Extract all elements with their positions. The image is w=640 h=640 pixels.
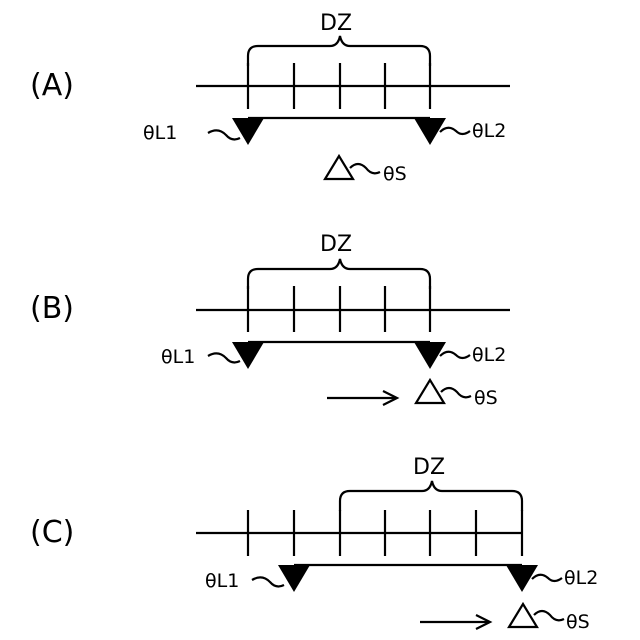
- target-marker: [325, 156, 353, 179]
- right-leader-line: [532, 575, 562, 581]
- panel-b: (B) DZ θL1 θL2 θS: [30, 232, 510, 409]
- dz-label: DZ: [320, 232, 352, 257]
- target-leader-line: [534, 611, 564, 620]
- dz-brace: [340, 481, 522, 511]
- target-leader-line: [441, 388, 471, 397]
- panel-label: (C): [30, 515, 74, 550]
- left-limit-marker: [232, 342, 264, 369]
- right-marker-label: θL2: [472, 344, 506, 366]
- left-marker-label: θL1: [205, 570, 239, 592]
- panel-label: (B): [30, 291, 74, 326]
- target-marker: [416, 380, 444, 403]
- target-marker-label: θS: [383, 163, 407, 185]
- left-marker-label: θL1: [143, 122, 177, 144]
- movement-arrow: [327, 391, 397, 405]
- dz-brace: [248, 259, 430, 289]
- movement-arrow: [420, 615, 490, 629]
- panel-c: (C) DZ θL1 θL2 θS: [30, 455, 598, 633]
- right-marker-label: θL2: [472, 120, 506, 142]
- target-marker-label: θS: [474, 387, 498, 409]
- right-marker-label: θL2: [564, 567, 598, 589]
- dz-label: DZ: [320, 11, 352, 36]
- target-leader-line: [350, 164, 380, 173]
- target-marker-label: θS: [566, 611, 590, 633]
- dz-brace: [248, 36, 430, 66]
- left-leader-line: [252, 577, 284, 586]
- left-leader-line: [208, 130, 240, 139]
- left-limit-marker: [232, 118, 264, 145]
- left-marker-label: θL1: [161, 346, 195, 368]
- target-marker: [509, 604, 537, 627]
- left-limit-marker: [278, 565, 310, 592]
- right-leader-line: [440, 128, 470, 134]
- panel-a: (A) DZ θL1 θL2 θS: [30, 11, 510, 185]
- right-leader-line: [440, 352, 470, 358]
- panel-label: (A): [30, 68, 74, 103]
- left-leader-line: [208, 353, 240, 362]
- dz-label: DZ: [413, 455, 445, 480]
